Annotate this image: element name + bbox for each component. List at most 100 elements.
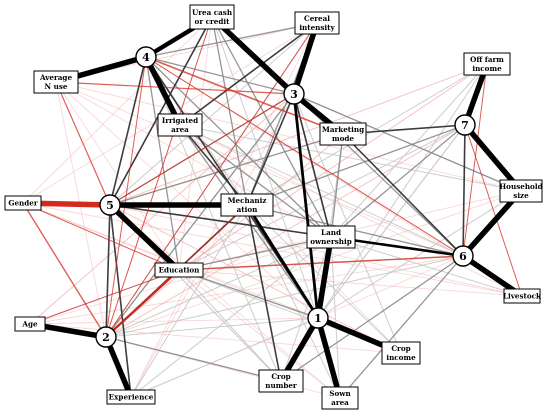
hub-number: 3 xyxy=(290,88,298,101)
variable-box-frame xyxy=(106,389,156,405)
weak-negative-link xyxy=(178,63,488,271)
hub-number: 6 xyxy=(459,250,467,263)
negative-link xyxy=(464,124,523,297)
weak-positive-link xyxy=(280,236,332,382)
moderate-positive-link xyxy=(293,93,464,257)
negative-link xyxy=(55,81,295,95)
weak-negative-link xyxy=(29,323,402,354)
hub-circle xyxy=(135,46,157,68)
negative-link xyxy=(145,56,464,257)
hub-circle xyxy=(452,245,474,267)
strong-link-h5-education xyxy=(107,202,182,273)
strong-link-h1-land xyxy=(315,234,334,321)
strong-link-h2-experience xyxy=(103,334,134,400)
moderate-positive-link xyxy=(280,255,464,382)
weak-positive-link xyxy=(130,204,248,398)
negative-link xyxy=(178,255,464,271)
positive-link xyxy=(246,204,282,382)
weak-positive-link xyxy=(211,16,319,319)
weak-negative-link xyxy=(55,81,464,257)
hub-number: 5 xyxy=(106,199,114,212)
weak-negative-link xyxy=(178,63,488,271)
moderate-positive-link xyxy=(145,56,180,271)
weak-negative-link xyxy=(29,255,464,325)
weak-positive-link xyxy=(330,236,523,297)
moderate-positive-link xyxy=(105,336,282,382)
weak-negative-link xyxy=(29,317,319,325)
weak-negative-link xyxy=(178,269,341,399)
variable-label: Education xyxy=(159,266,201,275)
positive-link xyxy=(109,56,147,206)
variable-box-frame xyxy=(4,195,42,211)
variable-box-frame xyxy=(33,70,79,94)
weak-negative-link xyxy=(109,204,402,354)
moderate-positive-link xyxy=(293,93,522,192)
moderate-positive-link xyxy=(330,124,466,238)
variable-label: Gender xyxy=(8,199,38,208)
weak-positive-link xyxy=(330,236,341,399)
hub-circle xyxy=(99,194,121,216)
weak-positive-link xyxy=(105,255,464,338)
positive-link xyxy=(105,204,111,338)
hub-node-3: 3 xyxy=(283,83,305,105)
variable-box-livestock: Livestock xyxy=(503,288,542,304)
negative-link xyxy=(105,56,147,338)
weak-negative-link xyxy=(55,81,319,319)
variable-box-education: Education xyxy=(154,262,204,278)
weak-positive-link xyxy=(105,317,319,338)
weak-positive-link xyxy=(178,124,466,271)
weak-negative-link xyxy=(105,133,344,338)
variable-box-experience: Experience xyxy=(106,389,156,405)
hub-circle xyxy=(95,326,117,348)
weak-positive-link xyxy=(330,63,488,238)
weak-positive-link xyxy=(130,317,319,398)
weak-positive-link xyxy=(105,236,332,338)
strong-link-h1-mechanization xyxy=(245,203,320,320)
moderate-positive-link xyxy=(145,56,295,95)
strong-link-h1-sown xyxy=(315,315,343,401)
variable-box-frame xyxy=(503,288,541,304)
negative-link xyxy=(105,16,213,338)
variable-label: Livestock xyxy=(503,292,542,301)
hub-node-5: 5 xyxy=(99,194,121,216)
negative-link xyxy=(22,202,107,338)
variable-box-frame xyxy=(14,316,46,332)
hub-number: 2 xyxy=(102,331,110,344)
variable-box-frame xyxy=(154,262,204,278)
positive-link xyxy=(109,204,132,398)
moderate-positive-link xyxy=(105,93,295,338)
negative-link xyxy=(55,81,111,206)
weak-negative-link xyxy=(22,22,318,204)
negative-link xyxy=(462,63,488,257)
variable-box-age: Age xyxy=(14,316,46,332)
moderate-positive-link xyxy=(246,124,466,206)
weak-positive-link xyxy=(246,204,341,399)
variable-box-frame xyxy=(319,122,367,146)
moderate-positive-link xyxy=(145,22,318,58)
hub-number: 4 xyxy=(142,51,150,64)
negative-link xyxy=(29,269,180,325)
hub-node-4: 4 xyxy=(135,46,157,68)
positive-link xyxy=(179,22,318,126)
weak-negative-link xyxy=(55,81,332,238)
weak-positive-link xyxy=(109,22,318,206)
moderate-positive-link xyxy=(339,255,464,399)
negative-link xyxy=(109,93,295,206)
hub-circle xyxy=(454,114,476,136)
weak-negative-link xyxy=(22,16,213,204)
